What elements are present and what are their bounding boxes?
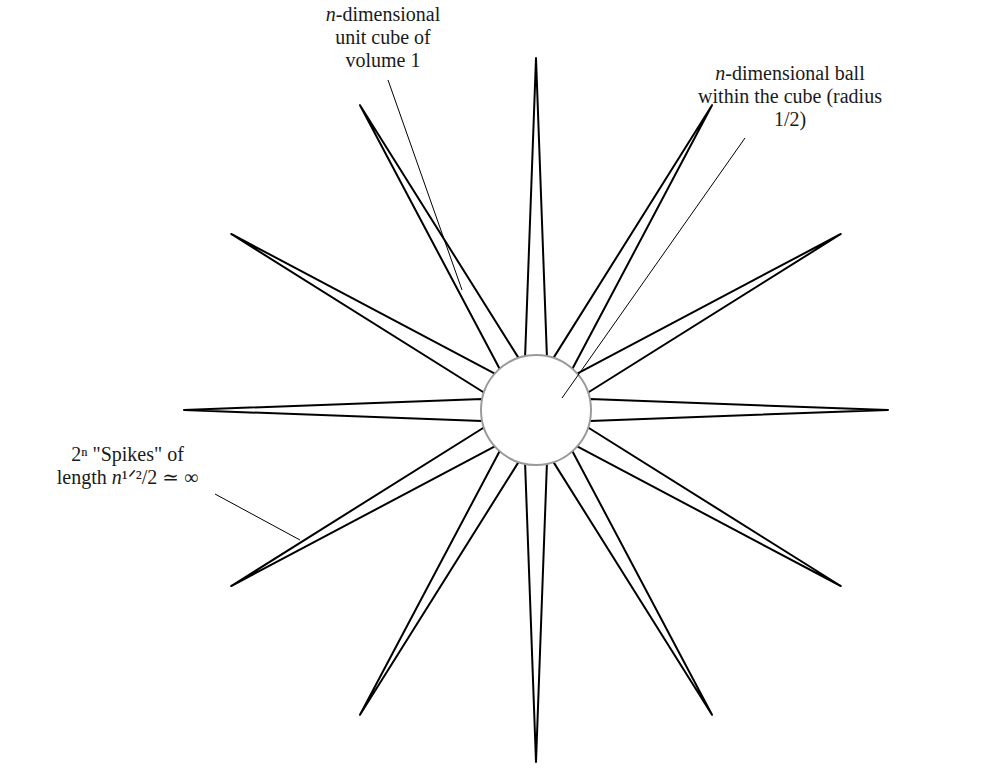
leader-line (388, 80, 462, 290)
label-text: 2ⁿ "Spikes" of length n¹ᐟ²/2 ≃ ∞ (57, 443, 199, 488)
inner-ball (481, 355, 591, 465)
spike (184, 399, 482, 421)
spike (525, 464, 547, 762)
label-text: n-dimensional ball within the cube (radi… (698, 62, 882, 130)
leader-line (562, 138, 745, 398)
spike (525, 58, 547, 356)
leader-line (215, 494, 300, 540)
spikes-label: 2ⁿ "Spikes" of length n¹ᐟ²/2 ≃ ∞ (45, 443, 210, 489)
spike (577, 234, 841, 393)
label-text: n-dimensional unit cube of volume 1 (326, 3, 440, 71)
spike (554, 451, 713, 715)
ball-label: n-dimensional ball within the cube (radi… (695, 62, 885, 131)
spikes-group (184, 58, 888, 762)
cube-label: n-dimensional unit cube of volume 1 (313, 3, 453, 72)
spike (360, 105, 519, 369)
spike (231, 428, 495, 587)
spike (590, 399, 888, 421)
